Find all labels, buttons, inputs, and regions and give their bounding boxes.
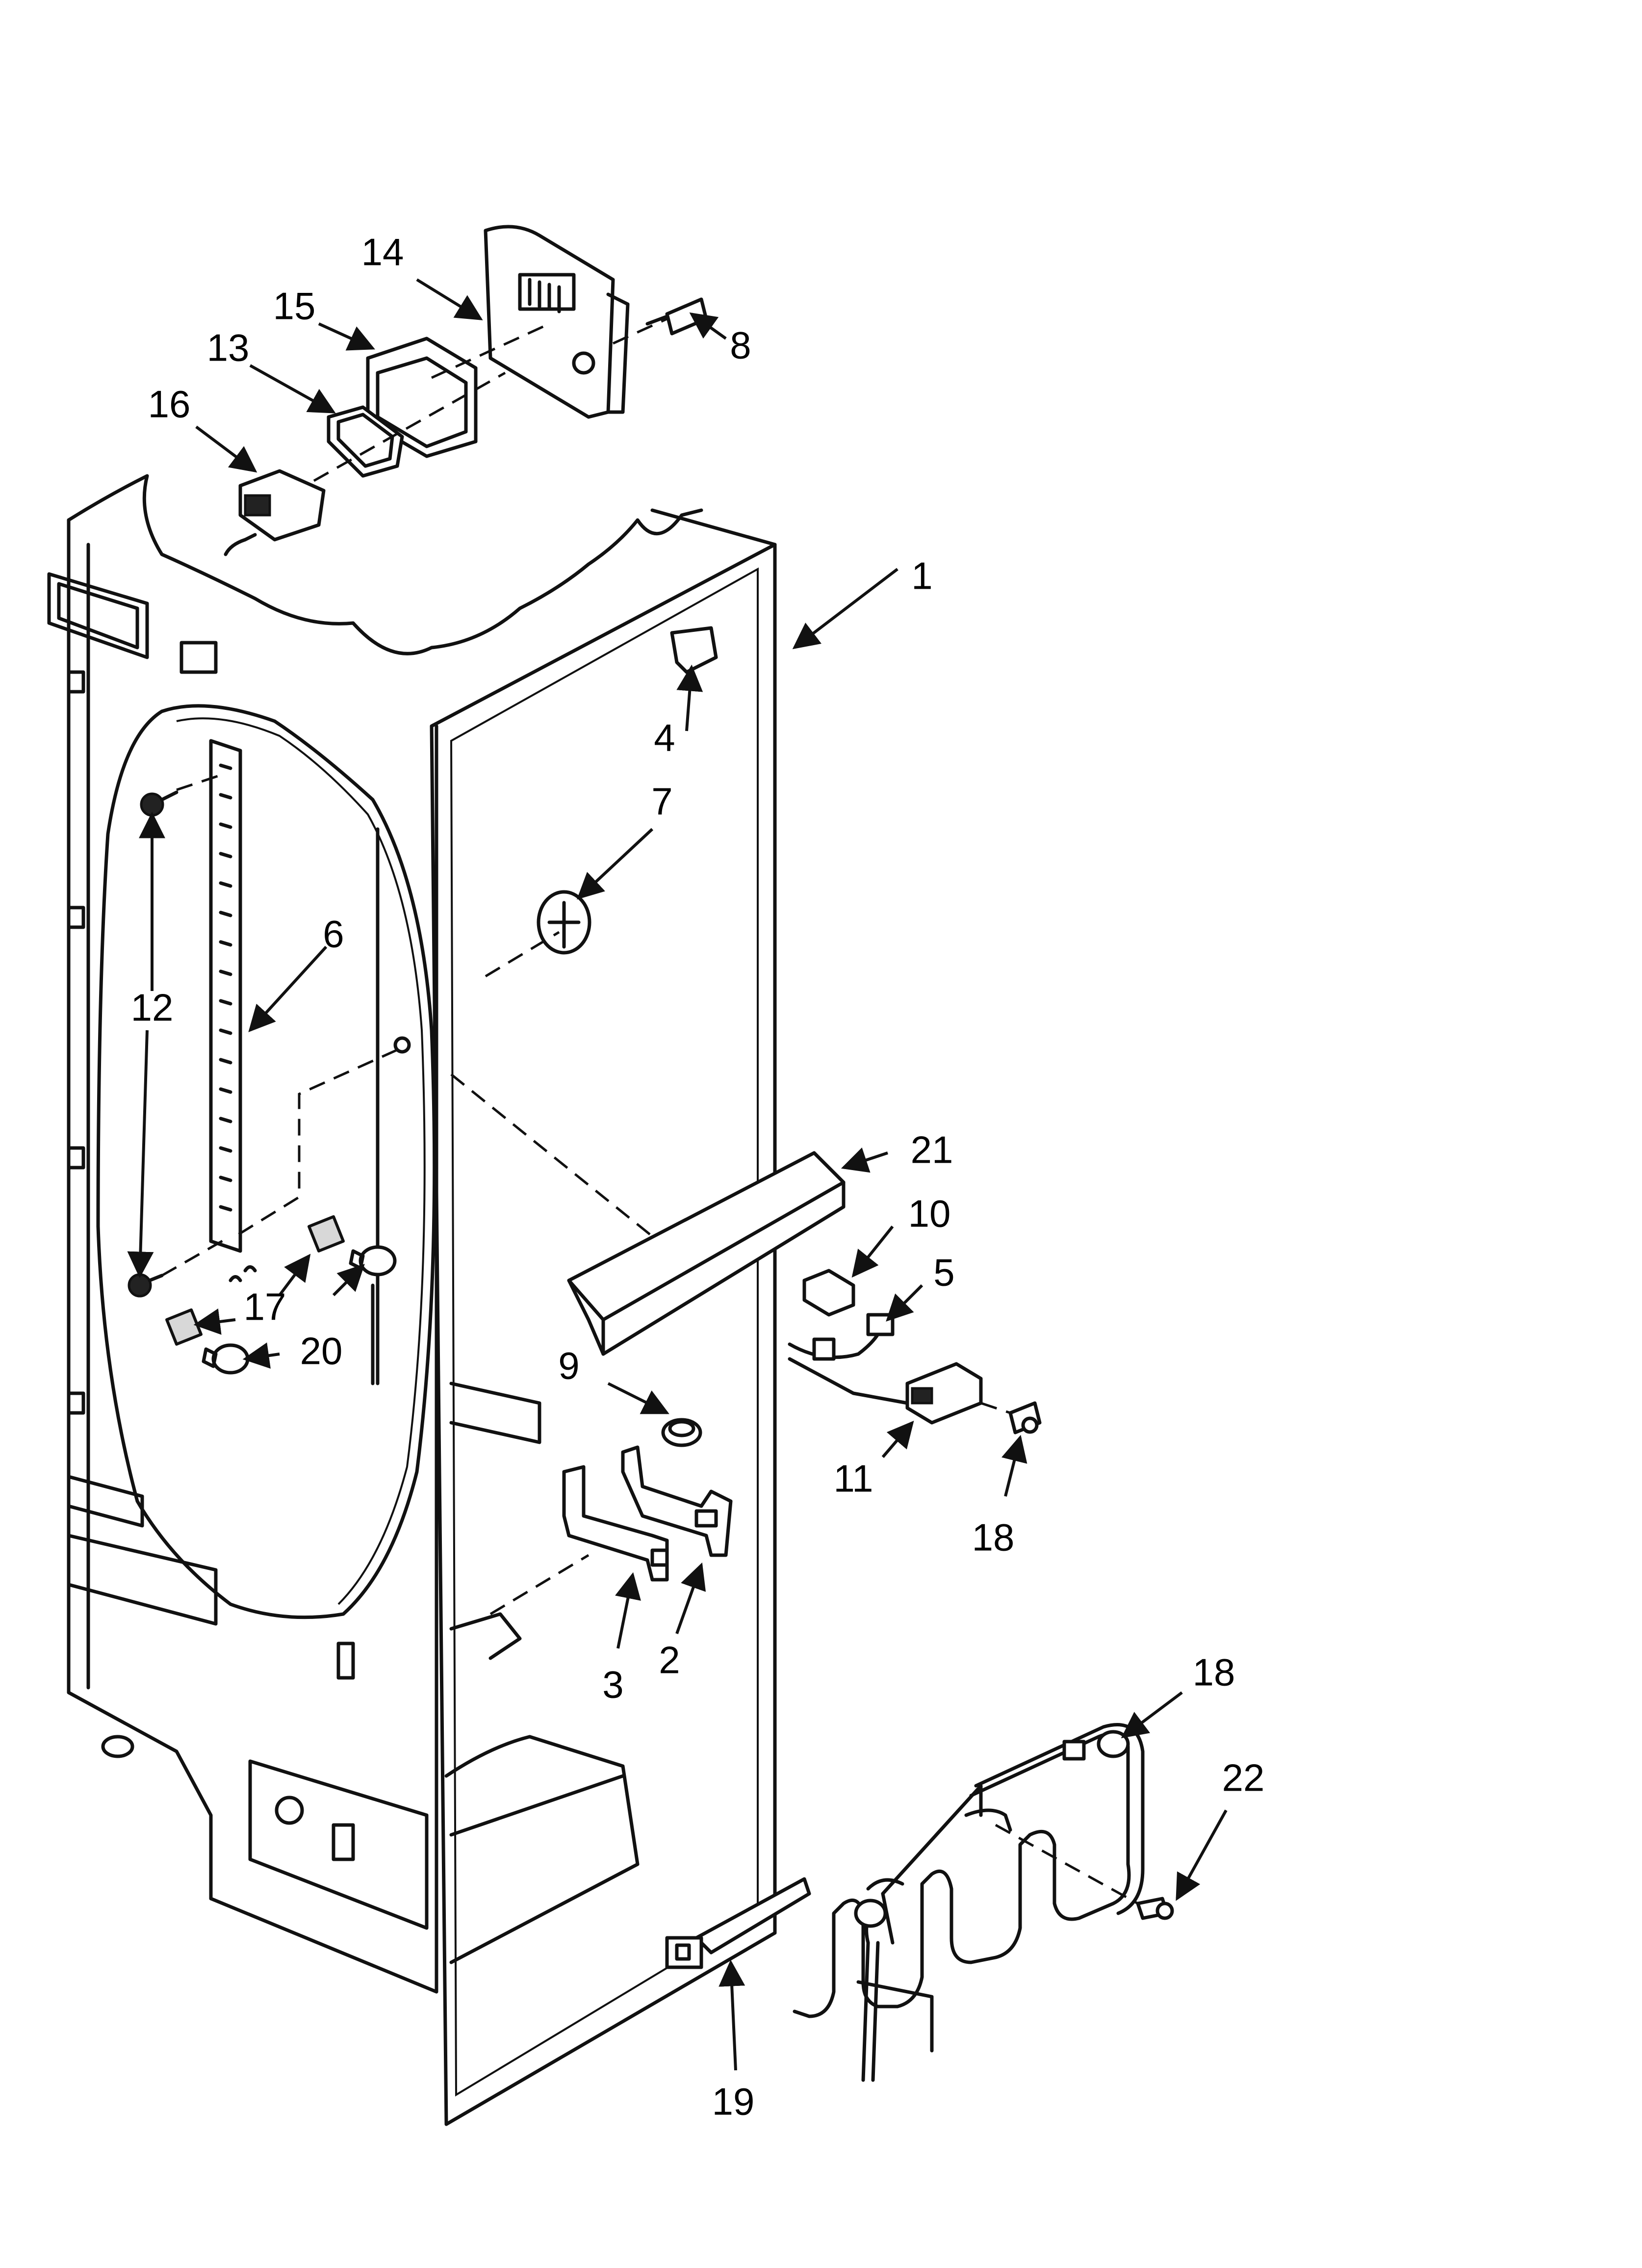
callout-20: 20 bbox=[300, 1330, 343, 1373]
callout-21: 21 bbox=[911, 1128, 953, 1172]
callout-17: 17 bbox=[244, 1285, 286, 1329]
bracket-10 bbox=[802, 1269, 855, 1317]
cable-tie-19 bbox=[665, 1877, 811, 1969]
callout-labels: 1 2 3 4 5 6 7 8 9 10 11 12 13 14 15 16 1… bbox=[131, 231, 1265, 2123]
sensor-housing-16 bbox=[224, 469, 326, 556]
plug-9 bbox=[661, 1418, 702, 1447]
callout-10: 10 bbox=[908, 1192, 951, 1235]
callout-15: 15 bbox=[273, 285, 316, 328]
callout-18-bottom: 18 bbox=[1193, 1651, 1235, 1694]
thermistor-11 bbox=[905, 1362, 983, 1425]
callout-12: 12 bbox=[131, 986, 174, 1029]
callout-13: 13 bbox=[207, 326, 250, 369]
cover-7 bbox=[537, 890, 591, 955]
shelf-support-21 bbox=[567, 1151, 846, 1356]
light-bulb-20 bbox=[202, 1245, 397, 1375]
shelf-ladder-6 bbox=[209, 739, 242, 1253]
callout-19: 19 bbox=[712, 2080, 755, 2123]
defrost-heater bbox=[793, 1723, 1145, 2082]
screw-12-bottom bbox=[128, 1273, 164, 1298]
control-housing-14 bbox=[484, 225, 630, 419]
cutaway-outline bbox=[96, 704, 436, 1619]
screw-22 bbox=[1136, 1897, 1174, 1920]
callout-14: 14 bbox=[361, 231, 404, 274]
harness-5 bbox=[788, 1313, 909, 1405]
callout-11: 11 bbox=[834, 1457, 873, 1500]
callout-5: 5 bbox=[933, 1251, 954, 1294]
clip-4 bbox=[670, 626, 718, 674]
callout-7: 7 bbox=[651, 780, 672, 823]
leaders bbox=[127, 278, 1228, 2071]
callout-6: 6 bbox=[323, 912, 344, 956]
bracket-3 bbox=[562, 1465, 669, 1582]
callout-9: 9 bbox=[558, 1344, 579, 1387]
callout-1: 1 bbox=[911, 554, 932, 598]
callout-3: 3 bbox=[602, 1663, 623, 1706]
callout-22: 22 bbox=[1222, 1756, 1265, 1799]
lamp-socket-17 bbox=[165, 1215, 345, 1346]
gasket-13 bbox=[327, 405, 404, 478]
screw-18-mid bbox=[1008, 1401, 1042, 1434]
callout-18-mid: 18 bbox=[972, 1516, 1015, 1559]
callout-16: 16 bbox=[148, 383, 191, 426]
bracket-2 bbox=[621, 1445, 733, 1557]
callout-2: 2 bbox=[659, 1639, 680, 1682]
screw-12-top bbox=[140, 790, 179, 817]
callout-8: 8 bbox=[730, 324, 751, 367]
callout-4: 4 bbox=[654, 716, 675, 759]
